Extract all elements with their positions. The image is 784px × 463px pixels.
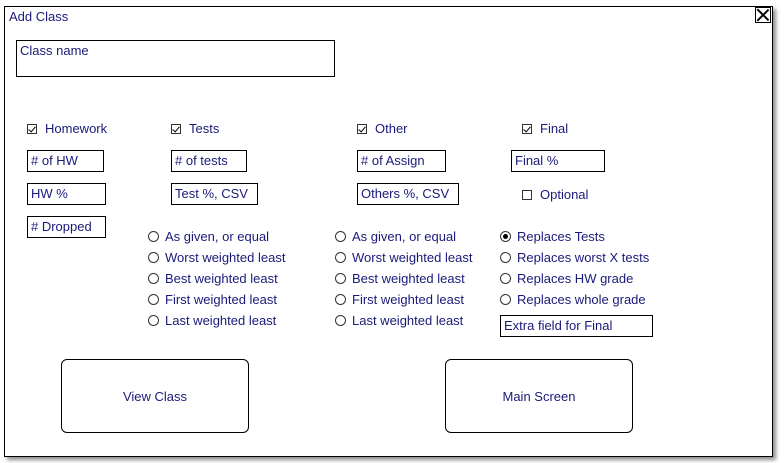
radio-label: First weighted least — [165, 292, 277, 307]
other-checkbox[interactable]: Other — [357, 121, 408, 136]
tests-weight-option[interactable]: Last weighted least — [148, 313, 276, 328]
other-weight-option[interactable]: First weighted least — [335, 292, 464, 307]
radio-label: Best weighted least — [352, 271, 465, 286]
checkbox-checked-icon — [171, 123, 181, 134]
tests-weight-option[interactable]: First weighted least — [148, 292, 277, 307]
final-percent-input[interactable]: Final % — [511, 150, 605, 172]
other-weight-option[interactable]: Worst weighted least — [335, 250, 472, 265]
other-percent-input[interactable]: Others %, CSV — [357, 183, 459, 205]
tests-weight-option[interactable]: Best weighted least — [148, 271, 278, 286]
final-label: Final — [540, 121, 569, 136]
main-screen-button[interactable]: Main Screen — [445, 359, 633, 433]
homework-checkbox[interactable]: Homework — [27, 121, 107, 136]
radio-icon — [148, 294, 159, 305]
optional-checkbox[interactable]: Optional — [522, 187, 588, 202]
radio-label: Worst weighted least — [352, 250, 473, 265]
radio-icon — [148, 273, 159, 284]
final-option-replaces-tests[interactable]: Replaces Tests — [500, 229, 605, 244]
radio-icon — [500, 252, 511, 263]
final-option-replaces-hw[interactable]: Replaces HW grade — [500, 271, 633, 286]
radio-icon — [335, 315, 346, 326]
tests-weight-option[interactable]: As given, or equal — [148, 229, 269, 244]
radio-icon — [148, 315, 159, 326]
hw-percent-input[interactable]: HW % — [27, 183, 106, 205]
tests-weight-option[interactable]: Worst weighted least — [148, 250, 285, 265]
other-weight-option[interactable]: Best weighted least — [335, 271, 465, 286]
window-title: Add Class — [9, 9, 69, 24]
radio-label: First weighted least — [352, 292, 464, 307]
title-bar: Add Class — [5, 7, 772, 24]
checkbox-checked-icon — [522, 123, 532, 134]
radio-label: Replaces Tests — [517, 229, 605, 244]
checkbox-checked-icon — [27, 123, 37, 134]
close-icon[interactable] — [755, 7, 771, 23]
radio-label: Replaces worst X tests — [517, 250, 650, 265]
radio-icon — [148, 231, 159, 242]
radio-label: Best weighted least — [165, 271, 278, 286]
checkbox-checked-icon — [357, 123, 367, 134]
radio-label: As given, or equal — [165, 229, 270, 244]
homework-label: Homework — [45, 121, 108, 136]
radio-label: As given, or equal — [352, 229, 457, 244]
radio-icon — [335, 273, 346, 284]
other-weight-option[interactable]: As given, or equal — [335, 229, 456, 244]
final-option-replaces-worst[interactable]: Replaces worst X tests — [500, 250, 649, 265]
view-class-button[interactable]: View Class — [61, 359, 249, 433]
radio-label: Replaces HW grade — [517, 271, 634, 286]
tests-label: Tests — [189, 121, 220, 136]
tests-percent-input[interactable]: Test %, CSV — [171, 183, 258, 205]
other-count-input[interactable]: # of Assign — [357, 150, 446, 172]
radio-label: Last weighted least — [165, 313, 277, 328]
checkbox-unchecked-icon — [522, 189, 532, 200]
other-label: Other — [375, 121, 408, 136]
class-name-input[interactable]: Class name — [16, 40, 335, 77]
tests-count-input[interactable]: # of tests — [171, 150, 247, 172]
hw-dropped-input[interactable]: # Dropped — [27, 216, 106, 238]
final-option-replaces-whole[interactable]: Replaces whole grade — [500, 292, 646, 307]
radio-icon — [335, 252, 346, 263]
radio-icon — [500, 294, 511, 305]
hw-count-input[interactable]: # of HW — [27, 150, 104, 172]
radio-icon — [335, 294, 346, 305]
final-extra-input[interactable]: Extra field for Final — [500, 315, 653, 337]
final-checkbox[interactable]: Final — [522, 121, 568, 136]
other-weight-option[interactable]: Last weighted least — [335, 313, 463, 328]
tests-checkbox[interactable]: Tests — [171, 121, 219, 136]
radio-label: Last weighted least — [352, 313, 464, 328]
radio-label: Replaces whole grade — [517, 292, 646, 307]
radio-label: Worst weighted least — [165, 250, 286, 265]
radio-icon — [148, 252, 159, 263]
add-class-window: Add Class Class name Homework # of HW HW… — [4, 6, 773, 457]
radio-icon — [335, 231, 346, 242]
radio-icon — [500, 273, 511, 284]
optional-label: Optional — [540, 187, 589, 202]
radio-selected-icon — [500, 231, 511, 242]
